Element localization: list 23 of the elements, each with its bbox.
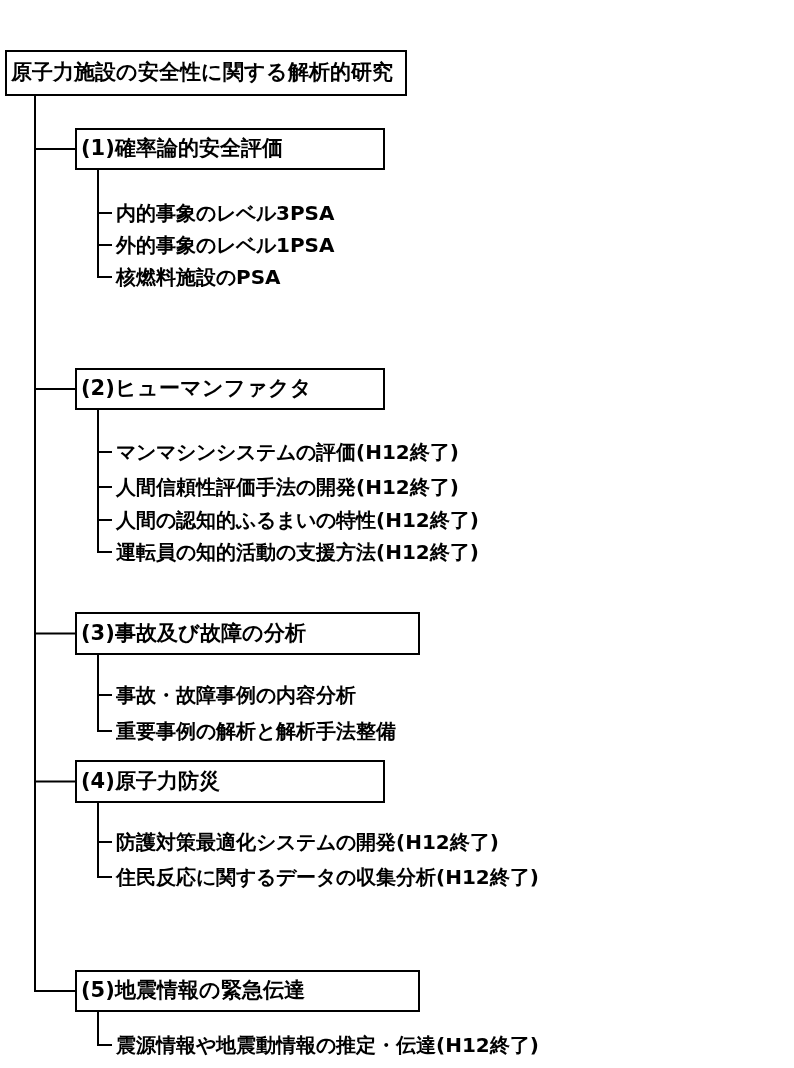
item-label: 震源情報や地震動情報の推定・伝達(H12終了) xyxy=(112,1028,543,1062)
item-label: 内的事象のレベル3PSA xyxy=(112,196,339,230)
connector-line xyxy=(97,409,113,553)
category-box: (3)事故及び故障の分析 xyxy=(75,612,420,655)
item-label: 人間信頼性評価手法の開発(H12終了) xyxy=(112,470,463,504)
item-label: 人間の認知的ふるまいの特性(H12終了) xyxy=(112,503,483,537)
connector-line xyxy=(97,169,113,278)
item-label: 重要事例の解析と解析手法整備 xyxy=(112,714,400,748)
category-box: (5)地震情報の緊急伝達 xyxy=(75,970,420,1012)
item-label: 防護対策最適化システムの開発(H12終了) xyxy=(112,825,503,859)
category-box: (4)原子力防災 xyxy=(75,760,385,803)
category-box: (2)ヒューマンファクタ xyxy=(75,368,385,410)
item-label: 核燃料施設のPSA xyxy=(112,260,285,294)
item-label: 住民反応に関するデータの収集分析(H12終了) xyxy=(112,860,543,894)
connector-line xyxy=(97,654,113,732)
item-label: 外的事象のレベル1PSA xyxy=(112,228,339,262)
category-box: (1)確率論的安全評価 xyxy=(75,128,385,170)
category-box: 原子力施設の安全性に関する解析的研究 xyxy=(5,50,407,96)
connector-line xyxy=(97,1011,113,1046)
connector-line xyxy=(97,802,113,878)
item-label: マンマシンシステムの評価(H12終了) xyxy=(112,435,463,469)
item-label: 運転員の知的活動の支援方法(H12終了) xyxy=(112,535,483,569)
item-label: 事故・故障事例の内容分析 xyxy=(112,678,360,712)
